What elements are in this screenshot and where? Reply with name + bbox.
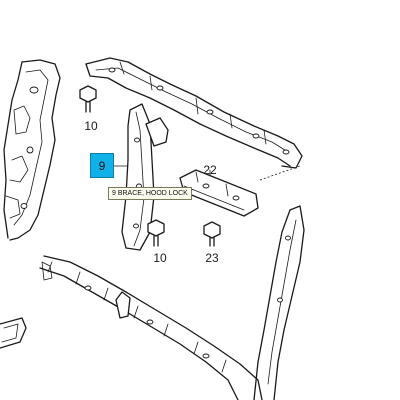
left-side-panel: [3, 59, 61, 241]
hood-lock-bracket: [179, 169, 259, 217]
callout-bracket: 22: [203, 163, 217, 177]
callout-bolt-center: 10: [153, 251, 167, 265]
bolt-23: [203, 221, 221, 247]
upper-support-member: [85, 57, 303, 169]
part-9-highlight[interactable]: 9: [90, 153, 114, 178]
bolt-10-center: [147, 219, 165, 247]
lower-support-member: [39, 255, 263, 400]
bolt-10-left: [79, 85, 97, 113]
corner-emblem: [0, 317, 27, 349]
part-tooltip: 9 BRACE, HOOD LOCK: [108, 187, 192, 200]
callout-bolt-right: 23: [205, 251, 219, 265]
leader-lines: [113, 165, 301, 181]
hood-lock-brace: [121, 103, 169, 251]
callout-bolt-left: 10: [84, 119, 98, 133]
right-side-panel: [253, 205, 305, 400]
